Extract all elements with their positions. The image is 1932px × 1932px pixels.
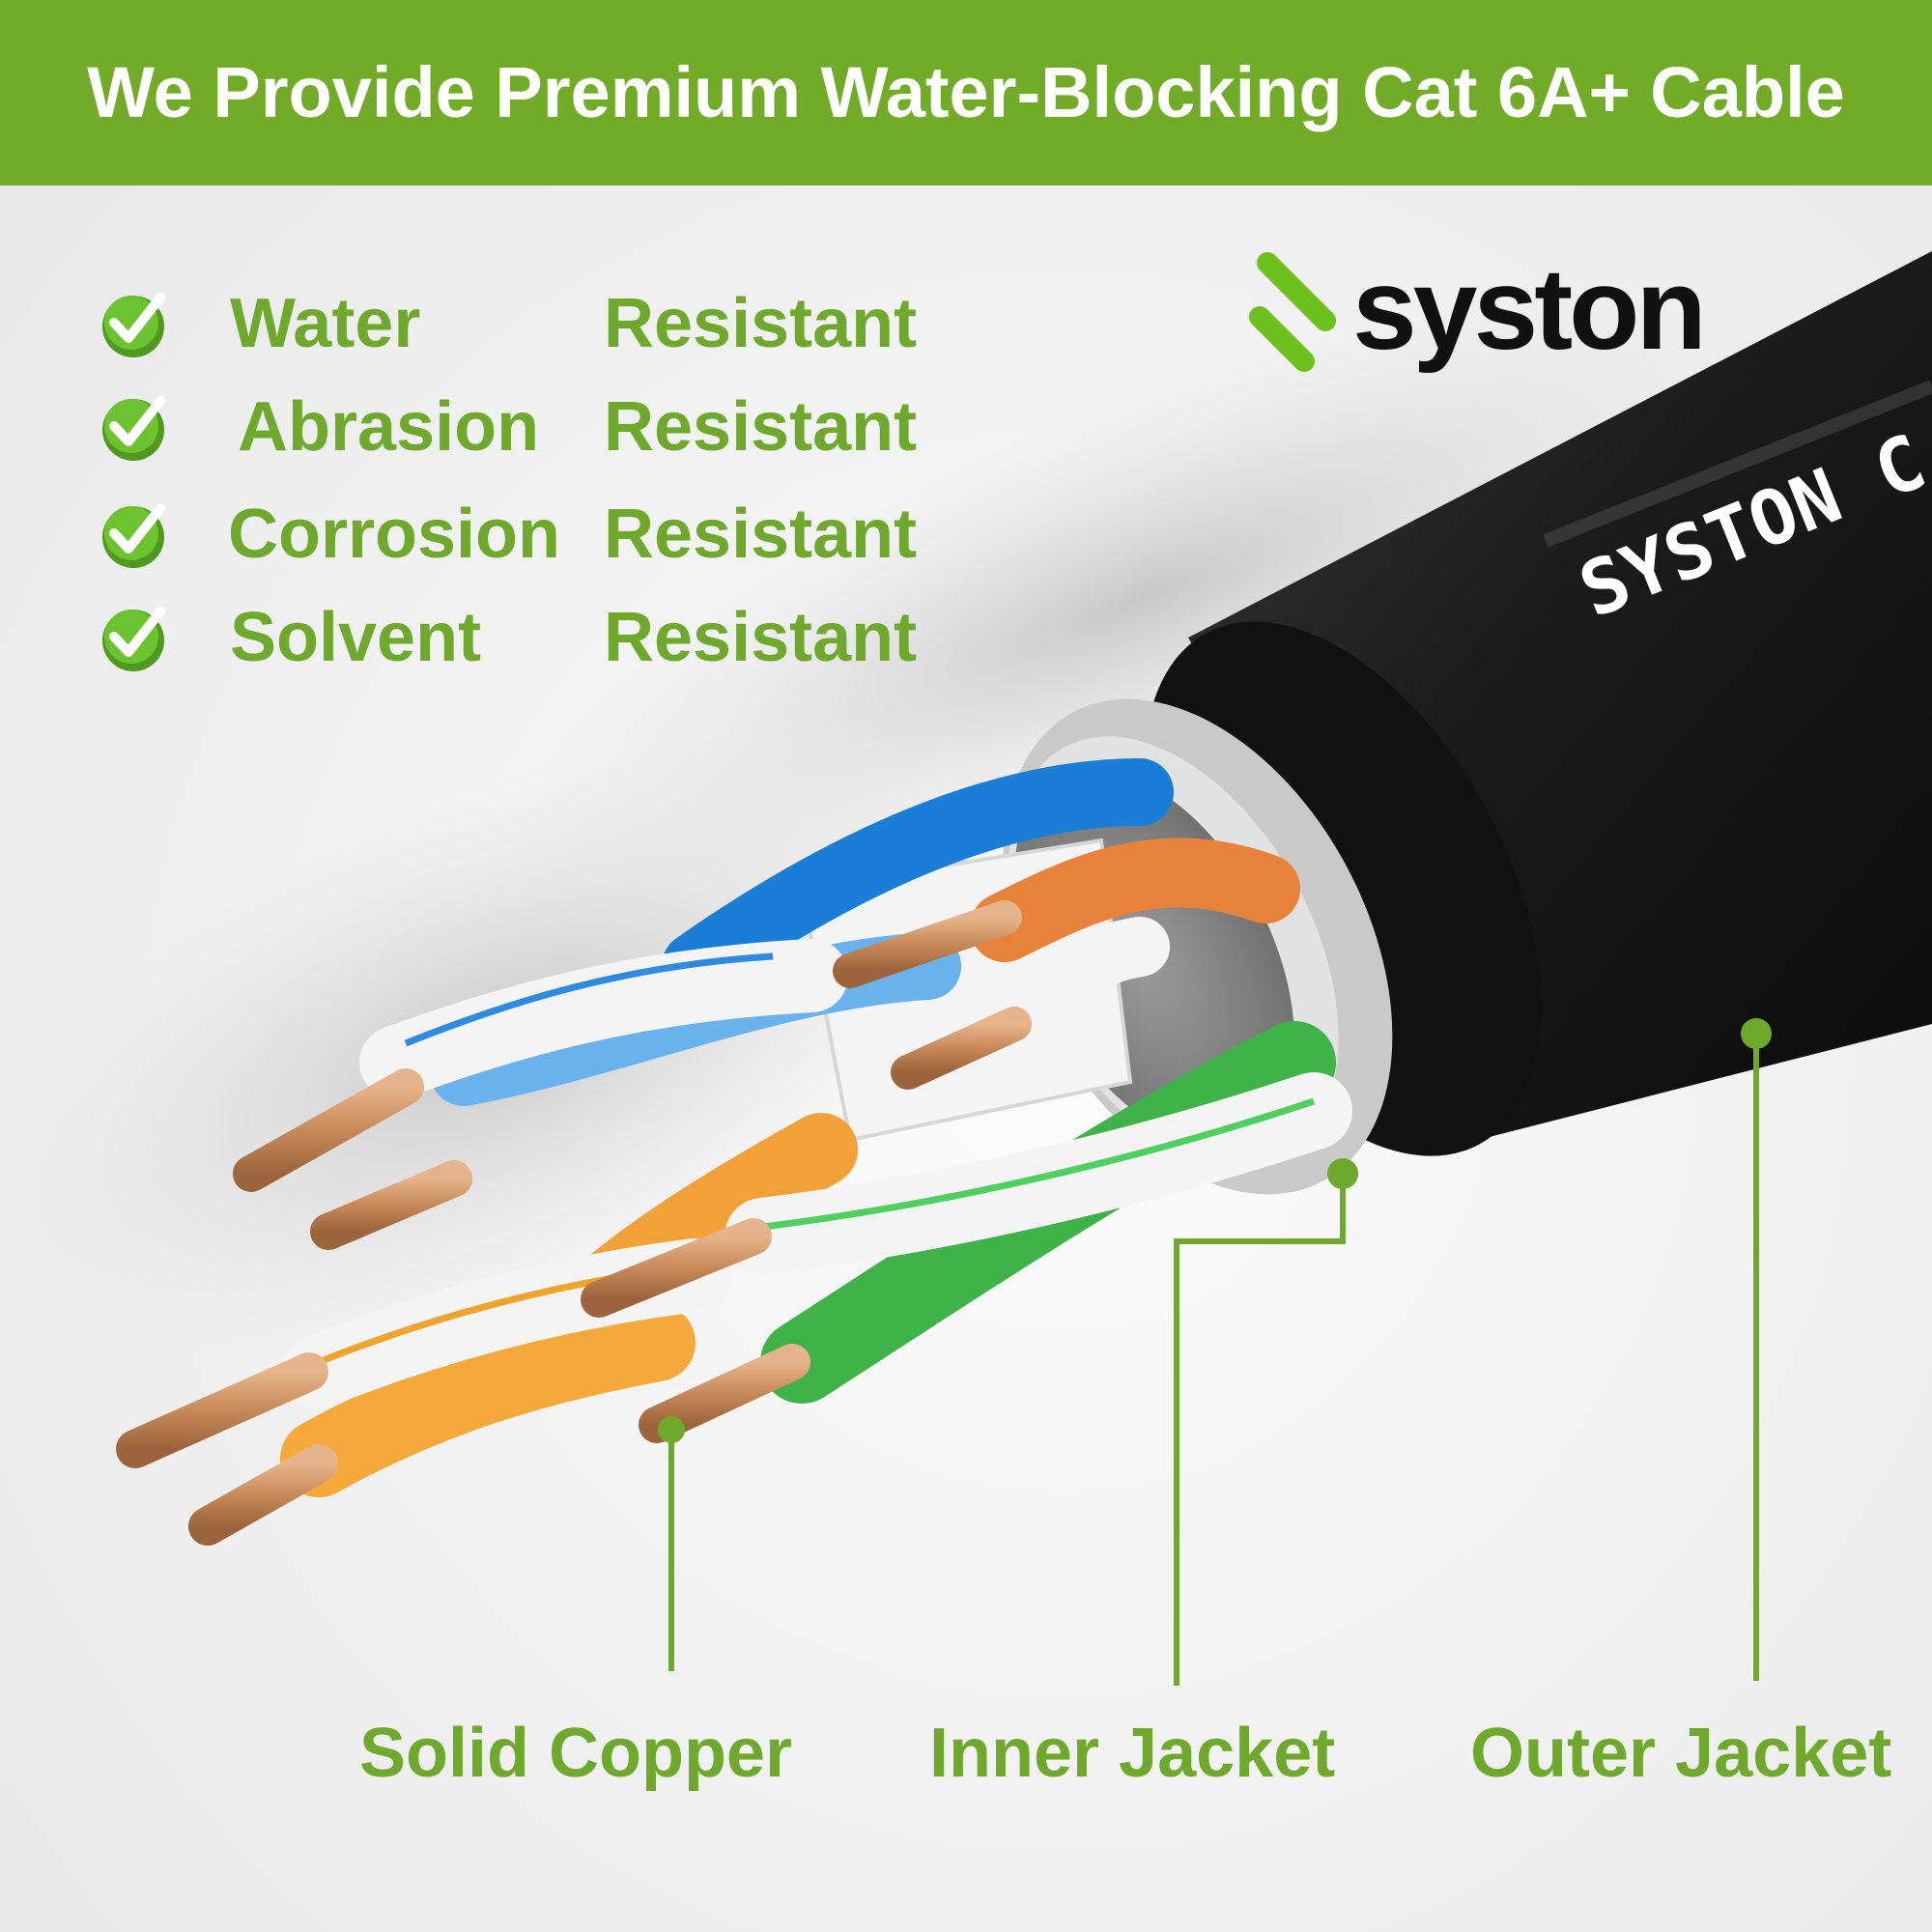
feature-word: Abrasion bbox=[238, 388, 540, 466]
check-circle-icon bbox=[102, 503, 165, 568]
label-solid-copper: Solid Copper bbox=[359, 1715, 792, 1792]
feature-item: Abrasion Resistant bbox=[97, 384, 966, 470]
feature-word: Solvent bbox=[230, 599, 482, 676]
check-circle-icon bbox=[102, 293, 165, 357]
label-outer-jacket: Outer Jacket bbox=[1470, 1715, 1892, 1792]
wire-green-pair bbox=[724, 1021, 1352, 1404]
feature-word: Water bbox=[230, 285, 421, 362]
check-circle-icon bbox=[102, 607, 165, 671]
feature-suffix: Resistant bbox=[604, 496, 918, 573]
feature-word: Corrosion bbox=[228, 496, 561, 573]
syston-logo-icon bbox=[1249, 252, 1336, 372]
callout-lines bbox=[658, 1018, 1772, 1686]
feature-suffix: Resistant bbox=[604, 285, 918, 362]
label-inner-jacket: Inner Jacket bbox=[929, 1715, 1336, 1792]
brand-name: syston bbox=[1352, 244, 1707, 374]
copper-conductors bbox=[116, 900, 1032, 1546]
feature-item: Water Resistant bbox=[97, 280, 966, 367]
feature-item: Solvent Resistant bbox=[97, 594, 966, 681]
brand-logo: syston bbox=[1246, 242, 1707, 386]
header-banner: We Provide Premium Water-Blocking Cat 6A… bbox=[0, 0, 1932, 185]
feature-item: Corrosion Resistant bbox=[97, 491, 966, 578]
feature-suffix: Resistant bbox=[604, 388, 918, 466]
banner-title: We Provide Premium Water-Blocking Cat 6A… bbox=[87, 52, 1845, 132]
check-circle-icon bbox=[102, 396, 165, 461]
feature-suffix: Resistant bbox=[604, 599, 918, 676]
